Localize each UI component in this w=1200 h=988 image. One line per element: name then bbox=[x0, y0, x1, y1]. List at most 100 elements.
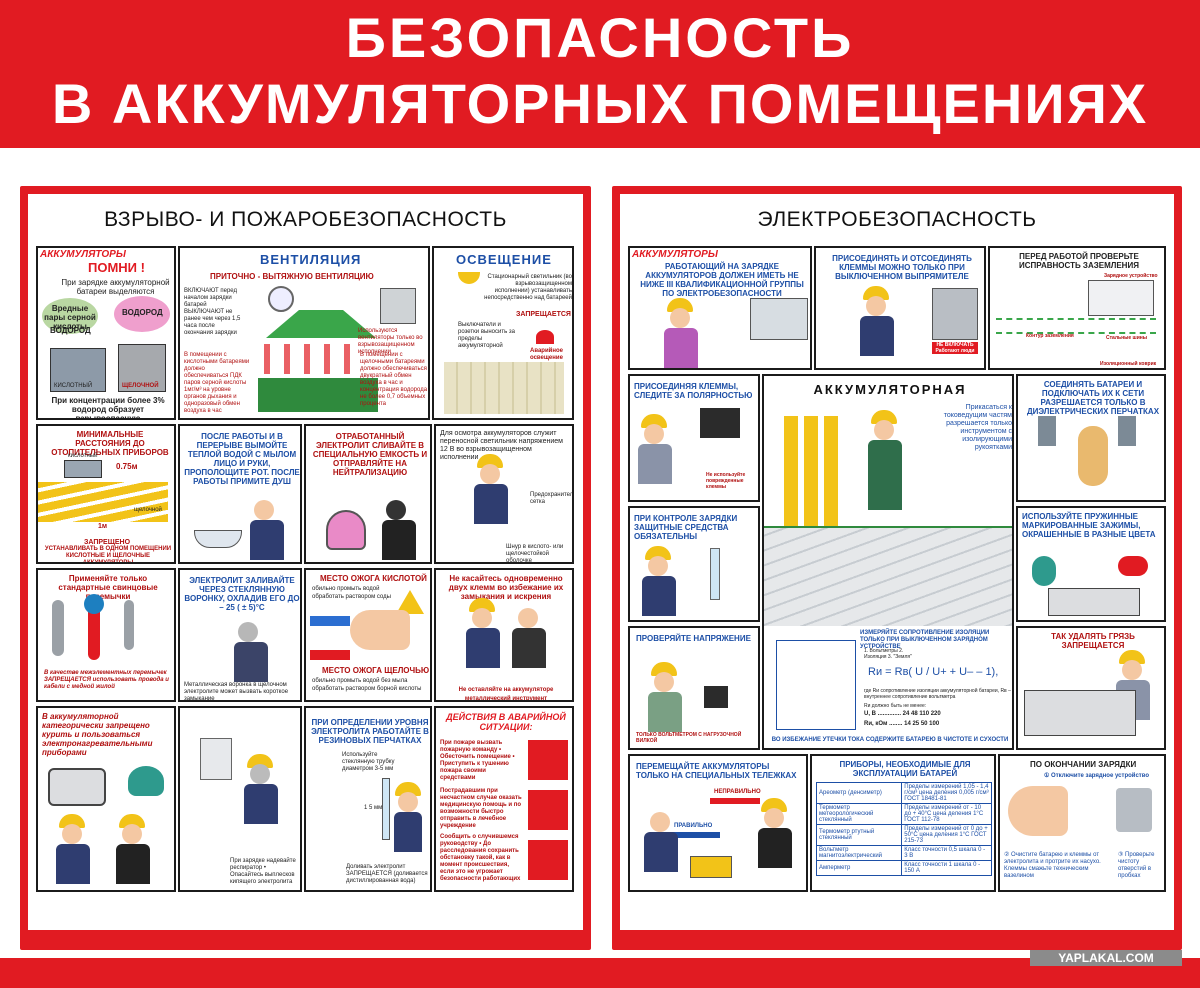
busbar-icon bbox=[784, 416, 844, 536]
acid-burn-t1: обильно промыть водой bbox=[312, 586, 380, 592]
ppe-worker-face bbox=[648, 556, 668, 576]
gloves-text: СОЕДИНЯТЬ БАТАРЕИ И ПОДКЛЮЧАТЬ ИХ К СЕТИ… bbox=[1026, 380, 1160, 416]
after-work-text: ПОСЛЕ РАБОТЫ И В ПЕРЕРЫВЕ ВЫМОЙТЕ ТЕПЛОЙ… bbox=[184, 432, 300, 486]
qualification-card: АККУМУЛЯТОРЫ РАБОТАЮЩИЙ НА ЗАРЯДКЕ АККУМ… bbox=[628, 246, 812, 370]
charger-panel-icon bbox=[1088, 280, 1154, 316]
room-heading: АККУМУЛЯТОРНАЯ bbox=[813, 382, 967, 397]
hard-hat-icon bbox=[477, 454, 503, 468]
dirt-text: ТАК УДАЛЯТЬ ГРЯЗЬ ЗАПРЕЩАЕТСЯ bbox=[1051, 632, 1135, 650]
red-arrow-icon bbox=[310, 650, 350, 660]
worker-body-3 bbox=[466, 628, 500, 668]
distances-card: МИНИМАЛЬНЫЕ РАССТОЯНИЯ ДО ОТОПИТЕЛЬНЫХ П… bbox=[36, 424, 176, 564]
first-aid-icon bbox=[528, 790, 568, 830]
polarity-worker-body bbox=[638, 444, 672, 484]
battery-box-icon bbox=[1048, 588, 1140, 616]
lab-worker-body bbox=[234, 642, 268, 682]
inspector-body bbox=[474, 484, 508, 524]
grounding-t3: Контур заземления bbox=[1026, 333, 1074, 339]
hard-hat-icon-6 bbox=[395, 782, 421, 796]
batteries-tag-right: АККУМУЛЯТОРЫ bbox=[632, 249, 718, 260]
grounding-t4: Изоляционный коврик bbox=[1100, 361, 1157, 367]
worker-body bbox=[250, 520, 284, 560]
remember-text: При зарядке аккумуляторной батареи выдел… bbox=[61, 278, 170, 296]
connect-text: ПРИСОЕДИНЯЯ КЛЕММЫ, СЛЕДИТЕ ЗА ПОЛЯРНОСТ… bbox=[634, 382, 753, 400]
hard-hat-icon-7 bbox=[667, 298, 693, 312]
jumper-good-icon bbox=[52, 600, 64, 656]
lighting-text2: Выключатели и розетки выносить за предел… bbox=[458, 322, 515, 349]
jumpers-footer: В качестве межэлементных перемычек ЗАПРЕ… bbox=[44, 670, 169, 690]
instrument-spec-cell: Пределы измерений от 0 до + 50°С цена де… bbox=[901, 824, 992, 846]
distances-heading: МИНИМАЛЬНЫЕ РАССТОЯНИЯ ДО ОТОПИТЕЛЬНЫХ П… bbox=[51, 430, 169, 457]
qualified-worker-body bbox=[664, 328, 698, 368]
vapors-label: Вредные пары серной кислоты bbox=[44, 304, 96, 331]
room-floor bbox=[444, 362, 564, 414]
cart-icon bbox=[690, 856, 732, 878]
charger-cabinet-icon bbox=[750, 298, 808, 340]
thumb-hand-icon bbox=[350, 610, 410, 650]
insulation-card: ИЗМЕРЯЙТЕ СОПРОТИВЛЕНИЕ ИЗОЛЯЦИИ ТОЛЬКО … bbox=[762, 626, 1014, 750]
electrical-safety-panel-body: ЭЛЕКТРОБЕЗОПАСНОСТЬ АККУМУЛЯТОРЫ РАБОТАЮ… bbox=[620, 194, 1174, 930]
glove-icon bbox=[1078, 426, 1108, 486]
clamps-text: ИСПОЛЬЗУЙТЕ ПРУЖИННЫЕ МАРКИРОВАННЫЕ ЗАЖИ… bbox=[1022, 512, 1156, 539]
heater-pipes bbox=[38, 482, 168, 522]
instruments-card: ПРИБОРЫ, НЕОБХОДИМЫЕ ДЛЯ ЭКСПЛУАТАЦИИ БА… bbox=[810, 754, 996, 892]
emergency-a1: При пожаре вызвать пожарную команду • Об… bbox=[440, 740, 515, 781]
terminals-worker-body bbox=[860, 316, 894, 356]
instruments-table: Ареометр (денсиметр)Пределы измерений 1,… bbox=[815, 782, 992, 876]
voltage-worker-face bbox=[654, 672, 674, 692]
polarity-card: ПРИСОЕДИНЯЯ КЛЕММЫ, СЛЕДИТЕ ЗА ПОЛЯРНОСТ… bbox=[628, 374, 760, 502]
inspection-grid: Предохранительная сетка bbox=[530, 492, 574, 505]
plug-icon bbox=[1116, 788, 1152, 832]
instruments-table-body: Ареометр (денсиметр)Пределы измерений 1,… bbox=[815, 782, 992, 876]
carrying-worker-face bbox=[764, 808, 784, 828]
funnel-footer: Металлическая воронка в щелочном электро… bbox=[184, 682, 289, 702]
lighting-card: ОСВЕЩЕНИЕ Стационарный светильник (во вз… bbox=[432, 246, 574, 420]
hard-hat-icon-2 bbox=[469, 598, 495, 612]
spent-electrolyte-card: ОТРАБОТАННЫЙ ЭЛЕКТРОЛИТ СЛИВАЙТЕ В СПЕЦИ… bbox=[304, 424, 432, 564]
after-charge-s2: ② Очистите батарею и клеммы от электроли… bbox=[1004, 852, 1101, 879]
level-check-text: ПРИ ОПРЕДЕЛЕНИИ УРОВНЯ ЭЛЕКТРОЛИТА РАБОТ… bbox=[311, 718, 429, 745]
ventilation-text3: В помещении с кислотными батареями должн… bbox=[184, 352, 250, 414]
voltage-text: ПРОВЕРЯЙТЕ НАПРЯЖЕНИЕ bbox=[636, 634, 751, 643]
instrument-spec-cell: Пределы измерений от - 10 до + 40°С цена… bbox=[901, 803, 992, 825]
grounding-t1: Зарядное устройство bbox=[1104, 273, 1158, 279]
alkaline-battery-label: ЩЕЛОЧНОЙ bbox=[122, 383, 159, 389]
hard-hat-icon-3 bbox=[59, 814, 85, 828]
carts-wrong: НЕПРАВИЛЬНО bbox=[714, 789, 761, 795]
worker-face-6 bbox=[122, 824, 142, 844]
jumper-bad-top bbox=[84, 594, 104, 614]
carts-right: ПРАВИЛЬНО bbox=[674, 823, 713, 829]
hydrogen-label-left: ВОДОРОД bbox=[50, 326, 91, 335]
carts-text: ПЕРЕМЕЩАЙТЕ АККУМУЛЯТОРЫ ТОЛЬКО НА СПЕЦИ… bbox=[636, 762, 797, 780]
phone-icon bbox=[528, 840, 568, 880]
after-charge-heading: ПО ОКОНЧАНИИ ЗАРЯДКИ bbox=[1030, 760, 1137, 769]
grounding-text: ПЕРЕД РАБОТОЙ ПРОВЕРЬТЕ ИСПРАВНОСТЬ ЗАЗЕ… bbox=[1019, 252, 1139, 270]
funnel-card: ЭЛЕКТРОЛИТ ЗАЛИВАЙТЕ ЧЕРЕЗ СТЕКЛЯННУЮ ВО… bbox=[178, 568, 302, 702]
instrument-name-cell: Вольтметр магнитоэлектрический bbox=[815, 845, 903, 861]
hard-hat-icon-12 bbox=[651, 662, 677, 676]
instrument-name-cell: Термометр метеорологический стеклянный bbox=[815, 803, 903, 825]
worker-face bbox=[254, 500, 274, 520]
worker-face-2 bbox=[386, 500, 406, 520]
respirator-body bbox=[244, 784, 278, 824]
inspection-cord: Шнур в кислото- или щелочестойкой оболоч… bbox=[506, 544, 564, 564]
batteries-tag: АККУМУЛЯТОРЫ bbox=[40, 249, 126, 260]
alkali-burn-t4: обработать раствором борной кислоты bbox=[312, 686, 422, 692]
instrument-name-cell: Термометр ртутный стеклянный bbox=[815, 824, 903, 846]
watermark: YAPLAKAL.COM bbox=[1030, 950, 1182, 966]
lamp-icon bbox=[458, 272, 480, 284]
lighting-heading: ОСВЕЩЕНИЕ bbox=[456, 252, 552, 267]
acid-battery-icon bbox=[50, 348, 106, 392]
after-charge-s1: ① Отключите зарядное устройство bbox=[1044, 773, 1150, 779]
electrical-safety-panel: ЭЛЕКТРОБЕЗОПАСНОСТЬ АККУМУЛЯТОРЫ РАБОТАЮ… bbox=[612, 186, 1182, 950]
jumper-third-icon bbox=[124, 600, 134, 650]
voltage-worker-body bbox=[648, 692, 682, 732]
terminal-touch-card: Не касайтесь одновременно двух клемм во … bbox=[434, 568, 574, 702]
no-smoking-card: В аккумуляторной категорически запрещено… bbox=[36, 706, 176, 892]
inspection-lamp-card: Для осмотра аккумуляторов служит перенос… bbox=[434, 424, 574, 564]
respirator-face bbox=[250, 764, 270, 784]
socket-panel-icon bbox=[200, 738, 232, 780]
level-check-card: ПРИ ОПРЕДЕЛЕНИИ УРОВНЯ ЭЛЕКТРОЛИТА РАБОТ… bbox=[304, 706, 432, 892]
red-clamp-icon bbox=[1118, 556, 1148, 576]
